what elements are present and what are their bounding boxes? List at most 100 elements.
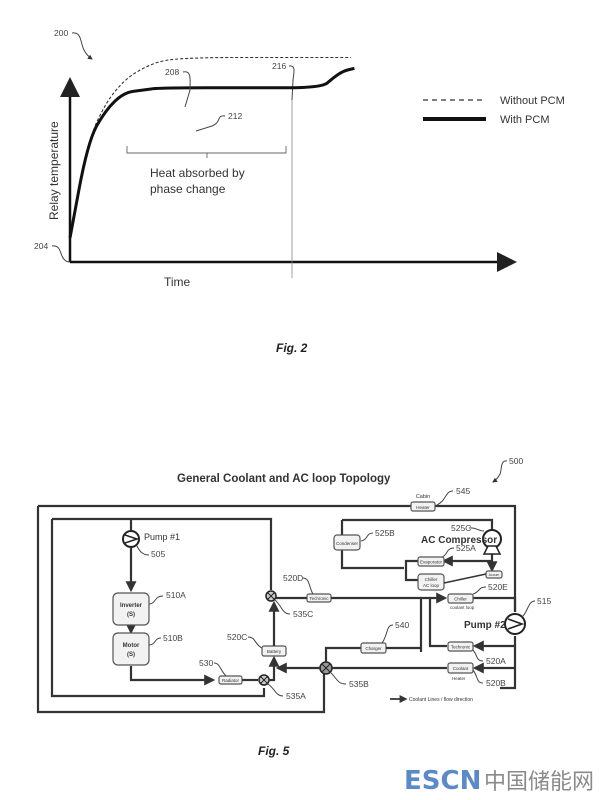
valve-535a[interactable]: 535A bbox=[258, 674, 306, 701]
ref-208-leader bbox=[182, 71, 191, 108]
chiller-ac-label-2: AC loop bbox=[423, 583, 440, 588]
valve-535b-glyph bbox=[321, 663, 331, 673]
radiator-box bbox=[218, 675, 243, 685]
phase-change-bracket bbox=[126, 146, 287, 158]
coolant-heater-sub: Heater bbox=[452, 676, 466, 681]
condenser-525b[interactable]: Condenser 525B bbox=[333, 528, 395, 551]
coolant-heater-label: Coolant bbox=[453, 666, 469, 671]
inverter-label: Inverter bbox=[120, 603, 143, 609]
figure-5: General Coolant and AC loop Topology 500… bbox=[36, 456, 551, 758]
cabin-heater-label-1: Cabin bbox=[416, 494, 430, 500]
cabin-heater-545[interactable]: Cabin Heater 545 bbox=[410, 486, 470, 512]
inverter[interactable]: Inverter (S) 510A bbox=[112, 590, 186, 626]
techronic-520d-label: Techronic bbox=[309, 596, 329, 601]
cabin-heater-box bbox=[410, 501, 436, 512]
coolant-heater-520b[interactable]: Coolant Heater 520B bbox=[447, 662, 506, 688]
chiller-coolant-loop-520e[interactable]: Chiller coolant loop 520E bbox=[447, 582, 508, 610]
ref-525b-leader bbox=[360, 532, 374, 542]
chiller-coolant-sub: coolant loop bbox=[450, 605, 475, 610]
techronic-520d[interactable]: Techronic 520D bbox=[283, 573, 332, 603]
ac-loop-condenser-out bbox=[340, 550, 404, 570]
pump-1-label: Pump #1 bbox=[144, 532, 180, 542]
pump-1[interactable]: Pump #1 505 bbox=[122, 530, 180, 559]
ref-525c-leader bbox=[468, 527, 485, 532]
evaporator-box bbox=[417, 556, 445, 567]
outer-loop-right bbox=[38, 504, 517, 690]
ac-compressor-base bbox=[482, 545, 502, 555]
chiller-coolant-label: Chiller bbox=[454, 597, 467, 602]
valve-535b[interactable]: 535B bbox=[319, 661, 369, 689]
annotation-line-2: phase change bbox=[150, 182, 226, 196]
ref-212-leader bbox=[195, 115, 226, 132]
figure-5-title: General Coolant and AC loop Topology bbox=[177, 473, 391, 485]
figure-5-caption: Fig. 5 bbox=[258, 744, 290, 758]
ac-to-chiller bbox=[404, 568, 418, 582]
techronic-520a[interactable]: Techronic 520A bbox=[447, 641, 506, 666]
ref-545: 545 bbox=[456, 486, 470, 496]
battery[interactable]: Battery 520C bbox=[227, 632, 287, 657]
radiator[interactable]: Radiator 530 bbox=[199, 658, 243, 685]
inner-loop-left bbox=[50, 519, 266, 698]
motor-radiator-line bbox=[129, 666, 216, 686]
ref-520c: 520C bbox=[227, 632, 247, 642]
ref-530-leader bbox=[213, 662, 227, 677]
pump-2[interactable]: Pump #2 515 bbox=[464, 596, 551, 635]
outer-loop-left bbox=[36, 506, 326, 714]
ref-525c: 525C bbox=[451, 523, 471, 533]
ac-compressor-525c[interactable]: AC Compressor 525C bbox=[421, 523, 502, 555]
valve-535c-glyph bbox=[266, 591, 276, 601]
ref-515-leader bbox=[521, 600, 536, 618]
ref-510b: 510B bbox=[163, 633, 183, 643]
ac-compressor-label: AC Compressor bbox=[421, 535, 497, 546]
ref-200: 200 bbox=[54, 28, 68, 38]
ref-520d-leader bbox=[302, 577, 314, 595]
accumulator[interactable]: Accum bbox=[485, 570, 503, 579]
ref-510a: 510A bbox=[166, 590, 186, 600]
accum-to-chiller bbox=[443, 573, 487, 584]
ref-525b: 525B bbox=[375, 528, 395, 538]
radiator-label: Radiator bbox=[222, 678, 240, 683]
ref-510b-leader bbox=[148, 637, 162, 646]
ref-525a-leader bbox=[441, 547, 455, 558]
chiller-ac-label-1: Chiller bbox=[425, 577, 438, 582]
figure-2: 200 Relay temperature Time 204 216 208 2… bbox=[34, 28, 565, 355]
accumulator-label: Accum bbox=[489, 573, 500, 577]
ref-540: 540 bbox=[395, 620, 409, 630]
ref-520c-leader bbox=[247, 636, 263, 649]
ref-535b: 535B bbox=[349, 679, 369, 689]
ref-520a: 520A bbox=[486, 656, 506, 666]
ref-216: 216 bbox=[272, 61, 286, 71]
ref-535a-leader bbox=[267, 683, 284, 697]
ref-535c: 535C bbox=[293, 609, 313, 619]
ref-525a: 525A bbox=[456, 543, 476, 553]
ref-520b: 520B bbox=[486, 678, 506, 688]
ref-505-leader bbox=[136, 545, 150, 556]
inner-loop-top bbox=[52, 517, 273, 590]
valve-535c[interactable]: 535C bbox=[265, 590, 313, 619]
ref-520d: 520D bbox=[283, 573, 303, 583]
valve-535a-glyph bbox=[259, 675, 269, 685]
chiller-coolant-box bbox=[447, 593, 474, 604]
techronic-520a-return-line bbox=[428, 598, 447, 648]
chiller-ac-loop[interactable]: Chiller AC loop bbox=[417, 573, 445, 591]
legend-label-with-pcm: With PCM bbox=[500, 114, 550, 126]
chiller-ac-box bbox=[417, 573, 445, 591]
watermark-escn: ESCN bbox=[404, 766, 481, 796]
pump-2-label: Pump #2 bbox=[464, 620, 506, 631]
annotation-line-1: Heat absorbed by bbox=[150, 166, 245, 180]
ref-530: 530 bbox=[199, 658, 213, 668]
battery-label: Battery bbox=[267, 649, 282, 654]
series-without-pcm bbox=[69, 56, 351, 238]
x-axis-label: Time bbox=[164, 275, 191, 289]
cabin-heater-label-2: Heater bbox=[416, 505, 430, 510]
motor[interactable]: Motor (S) 510B bbox=[112, 632, 183, 666]
condenser-box bbox=[333, 534, 361, 551]
ref-535a: 535A bbox=[286, 691, 306, 701]
y-axis-label: Relay temperature bbox=[47, 121, 61, 220]
evaporator-525a[interactable]: Evaporator 525A bbox=[417, 543, 476, 567]
motor-label: Motor bbox=[123, 643, 140, 649]
charger[interactable]: Charger 540 bbox=[360, 620, 409, 654]
curves bbox=[68, 56, 355, 239]
charger-label: Charger bbox=[365, 646, 382, 651]
pump-2-glyph bbox=[507, 618, 525, 630]
